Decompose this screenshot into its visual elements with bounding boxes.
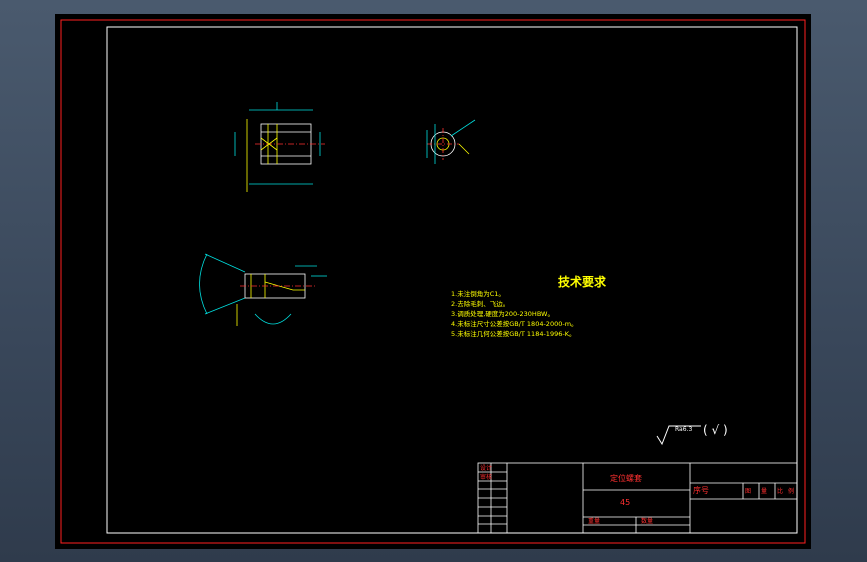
tb-label-quantity: 数量 [641,518,654,525]
tech-requirement-3: 3.调质处理,硬度为200-230HBW。 [451,310,554,318]
tech-requirements-title: 技术要求 [557,275,606,289]
tech-requirement-1: 1.未注倒角为C1。 [451,290,505,298]
tb-label-design: 设计 [480,465,493,472]
tb-label-review: 审核 [480,474,493,481]
section-view [199,253,327,326]
material: 45 [620,498,631,507]
outer-frame [60,19,806,544]
tb-label-weight: 重量 [588,518,601,525]
tech-requirement-5: 5.未标注几何公差按GB/T 1184-1996-K。 [451,330,576,338]
serial-label: 序号 [693,486,709,495]
part-name: 定位螺套 [610,474,642,483]
tech-requirement-4: 4.未标注尺寸公差按GB/T 1804-2000-m。 [451,320,578,328]
front-view [234,102,325,192]
title-block [477,462,798,534]
tech-requirement-2: 2.去除毛刺、飞边。 [451,300,510,308]
drawing-sheet: 技术要求 1.未注倒角为C1。 2.去除毛刺、飞边。 3.调质处理,硬度为200… [55,14,811,549]
tb-label-r3: 比 [777,488,784,495]
tb-label-r1: 图 [745,488,752,495]
roughness-value: Ra6.3 [675,426,693,433]
cad-drawing [60,19,806,544]
roughness-graphic [656,425,701,446]
tb-label-r2: 量 [761,488,768,495]
end-view [426,119,476,164]
inner-frame [106,26,798,534]
roughness-other: ( √ ) [703,423,728,437]
tb-label-r4: 例 [788,488,795,495]
